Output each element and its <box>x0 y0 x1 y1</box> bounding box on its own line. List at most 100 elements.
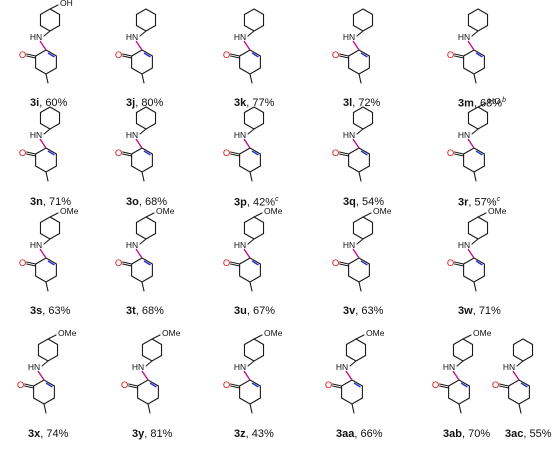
n-aryl-bond <box>247 360 255 367</box>
nh-label: HN <box>343 240 355 250</box>
nh-label: HN <box>126 32 138 42</box>
compound-label: 3o, 68% <box>126 196 167 208</box>
enone-double-bond <box>475 260 483 266</box>
compound-yield: 66% <box>360 428 383 440</box>
enone-double-bond <box>475 150 483 156</box>
compound-id: 3s <box>30 305 43 317</box>
para-bond <box>477 102 487 108</box>
compound-yield: 63% <box>361 305 384 317</box>
ring-substituent-bond <box>249 73 253 84</box>
aryl-ring <box>512 338 534 362</box>
enone-double-bond <box>47 150 55 156</box>
ring-substituent-bond <box>45 171 49 182</box>
compound-yield: 54% <box>361 196 384 208</box>
oxygen-atom: O <box>17 380 24 391</box>
compound-label: 3u, 67% <box>234 305 275 317</box>
ring-substituent-bond <box>473 73 477 84</box>
compound-label: 3y, 81% <box>132 428 173 440</box>
ring-substituent-bond <box>358 73 362 84</box>
nh-label: HN <box>126 240 138 250</box>
n-c-bond <box>452 370 460 381</box>
enone-double-bond <box>460 382 468 388</box>
nh-label: HN <box>132 362 144 372</box>
aryl-ring <box>135 106 157 130</box>
compound-yield: 74% <box>46 428 69 440</box>
compound-id: 3n <box>30 196 43 208</box>
nh-label: HN <box>503 362 515 372</box>
ring-substituent-bond <box>473 171 477 182</box>
cyclohexenone-ring <box>463 147 485 173</box>
aryl-ring <box>352 216 374 240</box>
nh-label: HN <box>458 130 470 140</box>
para-bond <box>253 334 263 340</box>
compound-id: 3aa <box>336 428 355 440</box>
enone-double-bond <box>360 260 368 266</box>
nh-label: HN <box>30 130 42 140</box>
compound-id: 3u <box>234 305 247 317</box>
compound-label: 3v, 63% <box>343 305 384 317</box>
n-aryl-bond <box>139 128 147 135</box>
compound-id: 3ac <box>505 428 524 440</box>
n-c-bond <box>512 370 520 381</box>
compound-id: 3q <box>343 196 356 208</box>
enone-double-bond <box>360 150 368 156</box>
n-c-bond <box>37 370 45 381</box>
aryl-ring <box>37 338 59 362</box>
para-substituent: OMe <box>473 328 492 338</box>
carbonyl-bond <box>26 261 37 265</box>
compound-label: 3m, 68%b <box>458 97 506 110</box>
enone-double-bond <box>143 52 151 58</box>
compound-yield: 68% <box>144 196 167 208</box>
carbonyl-bond <box>128 383 139 387</box>
cyclohexenone-ring <box>131 49 153 75</box>
n-c-bond <box>243 248 251 259</box>
cyclohexenone-ring <box>239 49 261 75</box>
n-aryl-bond <box>349 360 357 367</box>
nh-label: HN <box>30 240 42 250</box>
carbonyl-bond <box>339 151 350 155</box>
n-aryl-bond <box>456 360 464 367</box>
carbonyl-bond <box>26 151 37 155</box>
carbonyl-bond <box>122 151 133 155</box>
para-substituent: OMe <box>60 206 79 216</box>
oxygen-atom: O <box>332 148 339 159</box>
n-aryl-bond <box>471 128 479 135</box>
carbonyl-bond <box>454 261 465 265</box>
n-aryl-bond <box>516 360 524 367</box>
cyclohexenone-ring <box>348 257 370 283</box>
oxygen-atom: O <box>19 148 26 159</box>
enone-double-bond <box>520 382 528 388</box>
oxygen-atom: O <box>19 258 26 269</box>
n-c-bond <box>345 370 353 381</box>
para-bond <box>477 212 487 218</box>
carbonyl-bond <box>230 261 241 265</box>
cyclohexenone-ring <box>239 379 261 405</box>
enone-double-bond <box>143 260 151 266</box>
nh-label: HN <box>336 362 348 372</box>
carbonyl-bond <box>454 151 465 155</box>
oxygen-atom: O <box>121 380 128 391</box>
enone-double-bond <box>149 382 157 388</box>
oxygen-atom: O <box>447 258 454 269</box>
carbonyl-bond <box>499 385 510 389</box>
cyclohexenone-ring <box>508 379 530 405</box>
para-substituent: OMe <box>366 328 385 338</box>
compound-id: 3y <box>132 428 145 440</box>
carbonyl-bond <box>339 261 350 265</box>
para-bond <box>253 212 263 218</box>
n-c-bond <box>39 138 47 149</box>
compound-label: 3k, 77% <box>234 97 275 109</box>
compound-label: 3r, 57%c <box>458 196 501 209</box>
compound-id: 3p <box>234 196 247 209</box>
carbonyl-bond <box>339 55 350 59</box>
carbonyl-bond <box>499 383 510 387</box>
cyclohexenone-ring <box>448 379 470 405</box>
compound-id: 3i <box>30 97 40 109</box>
enone-double-bond <box>251 52 259 58</box>
ring-substituent-bond <box>351 403 355 414</box>
compound-yield: 67% <box>252 305 275 317</box>
compound-label: 3ab, 70% <box>443 428 491 440</box>
compound-label: 3s, 63% <box>30 305 71 317</box>
oxygen-atom: O <box>332 258 339 269</box>
n-aryl-bond <box>139 238 147 245</box>
